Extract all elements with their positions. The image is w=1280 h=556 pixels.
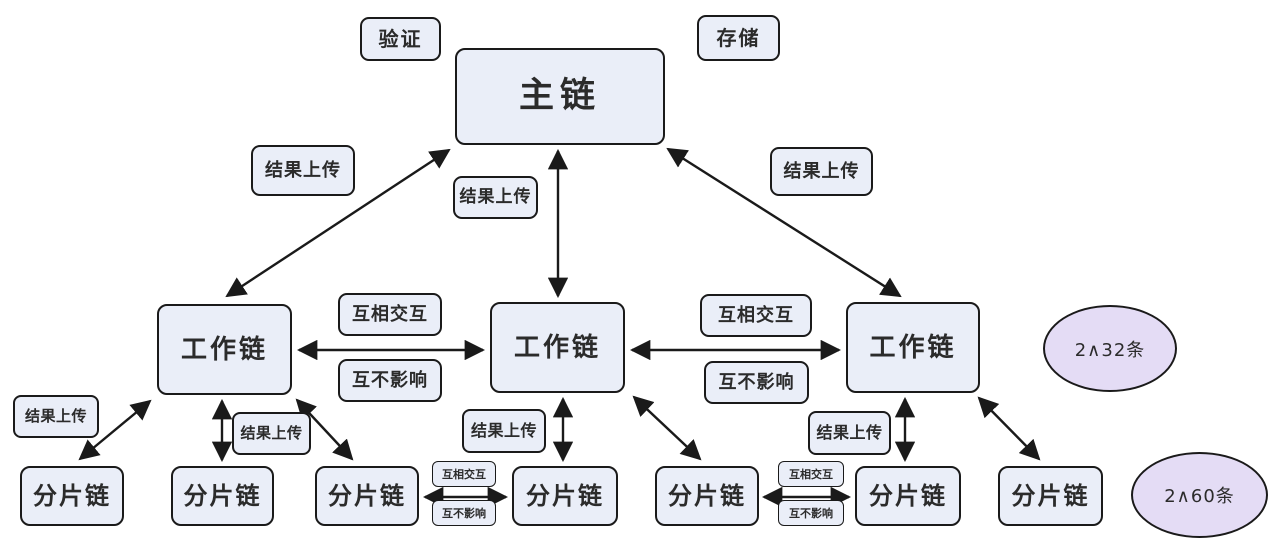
result-upload-label-6: 结果上传 (462, 409, 546, 453)
independent-label-shard56: 互不影响 (778, 500, 844, 526)
main-chain-node: 主链 (455, 48, 665, 145)
independent-label-shard34: 互不影响 (432, 500, 496, 526)
chain-count-badge-2: 2∧60条 (1131, 452, 1268, 538)
work-chain-node-2: 工作链 (490, 302, 625, 393)
interact-label-shard56: 互相交互 (778, 461, 844, 487)
storage-tag: 存储 (697, 15, 780, 61)
independent-label-work23: 互不影响 (704, 361, 809, 404)
arrow-work2-shard5 (632, 395, 702, 461)
chain-count-badge-1: 2∧32条 (1043, 305, 1177, 392)
result-upload-label-4: 结果上传 (13, 395, 99, 438)
shard-chain-node-2: 分片链 (171, 466, 274, 526)
shard-chain-node-4: 分片链 (512, 466, 618, 526)
arrow-work3-shard7 (977, 396, 1041, 461)
work-chain-node-3: 工作链 (846, 302, 980, 393)
interact-label-work12: 互相交互 (338, 293, 442, 336)
result-upload-label-1: 结果上传 (251, 145, 355, 196)
result-upload-label-3: 结果上传 (770, 147, 873, 196)
shard-chain-node-5: 分片链 (655, 466, 759, 526)
verify-tag: 验证 (360, 17, 441, 61)
shard-chain-node-3: 分片链 (315, 466, 419, 526)
result-upload-label-2: 结果上传 (453, 176, 538, 219)
interact-label-work23: 互相交互 (700, 294, 812, 337)
shard-chain-node-1: 分片链 (20, 466, 124, 526)
result-upload-label-5: 结果上传 (232, 412, 311, 455)
work-chain-node-1: 工作链 (157, 304, 292, 395)
shard-chain-node-7: 分片链 (998, 466, 1103, 526)
independent-label-work12: 互不影响 (338, 359, 442, 402)
interact-label-shard34: 互相交互 (432, 461, 496, 487)
shard-chain-node-6: 分片链 (855, 466, 961, 526)
result-upload-label-7: 结果上传 (808, 411, 891, 455)
